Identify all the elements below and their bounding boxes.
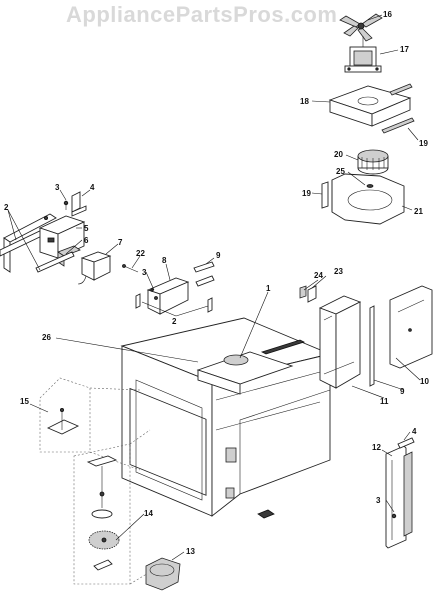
blower-side-strip[interactable] bbox=[321, 181, 329, 209]
spacer-2b[interactable] bbox=[207, 297, 213, 313]
spacer-2a[interactable] bbox=[135, 293, 141, 309]
callout-4a: 4 bbox=[90, 183, 95, 192]
cabinet-foot[interactable] bbox=[257, 509, 275, 519]
fan-blade[interactable] bbox=[339, 13, 383, 42]
rail-strip-2a[interactable] bbox=[35, 251, 75, 273]
side-duct-clip-23[interactable] bbox=[307, 285, 317, 303]
stirrer-bracket[interactable] bbox=[46, 407, 80, 435]
callout-10: 10 bbox=[420, 377, 429, 386]
callout-20: 20 bbox=[334, 150, 343, 159]
callout-9a: 9 bbox=[216, 251, 221, 260]
stirrer-blade[interactable] bbox=[88, 530, 120, 550]
leader-lines bbox=[7, 14, 421, 561]
screw-left-small[interactable] bbox=[44, 215, 49, 220]
callout-3c: 3 bbox=[376, 496, 381, 505]
latch-bracket-4a[interactable] bbox=[71, 191, 87, 217]
screw-22[interactable] bbox=[122, 264, 139, 273]
right-rail-screw-3[interactable] bbox=[391, 513, 397, 519]
callout-labels: 16 17 18 19 20 25 19 21 2 3 4 5 6 7 22 8… bbox=[4, 10, 429, 556]
fan-motor[interactable] bbox=[344, 36, 382, 73]
callout-22: 22 bbox=[136, 249, 145, 258]
callout-14: 14 bbox=[144, 509, 153, 518]
side-duct[interactable] bbox=[318, 295, 362, 389]
callout-2b: 2 bbox=[172, 317, 177, 326]
assembly-link-lines bbox=[89, 387, 171, 585]
callout-25: 25 bbox=[336, 167, 345, 176]
assembly-outline-15 bbox=[39, 377, 91, 453]
stirrer-motor[interactable] bbox=[145, 557, 181, 591]
callout-3a: 3 bbox=[55, 183, 60, 192]
stirrer-gear[interactable] bbox=[91, 509, 113, 519]
blower-housing[interactable] bbox=[331, 173, 405, 225]
callout-12: 12 bbox=[372, 443, 381, 452]
side-rail-left[interactable] bbox=[0, 213, 57, 273]
watermark-text: AppliancePartsPros.com bbox=[66, 2, 337, 27]
spacer-9a[interactable] bbox=[193, 261, 215, 273]
callout-21: 21 bbox=[414, 207, 423, 216]
right-rail-clip-4[interactable] bbox=[397, 437, 415, 449]
blower-wheel[interactable] bbox=[357, 149, 389, 175]
screw-3a[interactable] bbox=[63, 200, 69, 210]
callout-26: 26 bbox=[42, 333, 51, 342]
front-control-panel[interactable] bbox=[196, 339, 306, 395]
callout-7: 7 bbox=[118, 238, 123, 247]
callout-5: 5 bbox=[84, 224, 89, 233]
stirrer-shaft[interactable] bbox=[86, 455, 118, 508]
callout-13: 13 bbox=[186, 547, 195, 556]
callout-6: 6 bbox=[84, 236, 89, 245]
callout-16: 16 bbox=[383, 10, 392, 19]
right-rail[interactable] bbox=[385, 445, 413, 549]
callout-17: 17 bbox=[400, 45, 409, 54]
callout-3b: 3 bbox=[142, 268, 147, 277]
callout-4b: 4 bbox=[412, 427, 417, 436]
stirrer-clip[interactable] bbox=[93, 559, 113, 571]
callout-8: 8 bbox=[162, 256, 167, 265]
cabinet-frame[interactable] bbox=[120, 317, 332, 517]
callout-9b: 9 bbox=[400, 387, 405, 396]
callout-24: 24 bbox=[314, 271, 323, 280]
callout-19b: 19 bbox=[302, 189, 311, 198]
callout-18: 18 bbox=[300, 97, 309, 106]
callout-23: 23 bbox=[334, 267, 343, 276]
callout-1: 1 bbox=[266, 284, 271, 293]
spacer-9b[interactable] bbox=[195, 275, 215, 287]
callout-15: 15 bbox=[20, 397, 29, 406]
seal-strip[interactable] bbox=[369, 305, 375, 387]
center-bracket[interactable] bbox=[146, 277, 190, 315]
callout-11: 11 bbox=[380, 397, 389, 406]
callout-2a: 2 bbox=[4, 203, 9, 212]
transformer[interactable] bbox=[77, 251, 112, 285]
side-duct-strip-24[interactable] bbox=[299, 285, 307, 299]
motor-bracket[interactable] bbox=[328, 83, 415, 134]
rear-panel[interactable] bbox=[389, 285, 433, 369]
callout-19a: 19 bbox=[419, 139, 428, 148]
